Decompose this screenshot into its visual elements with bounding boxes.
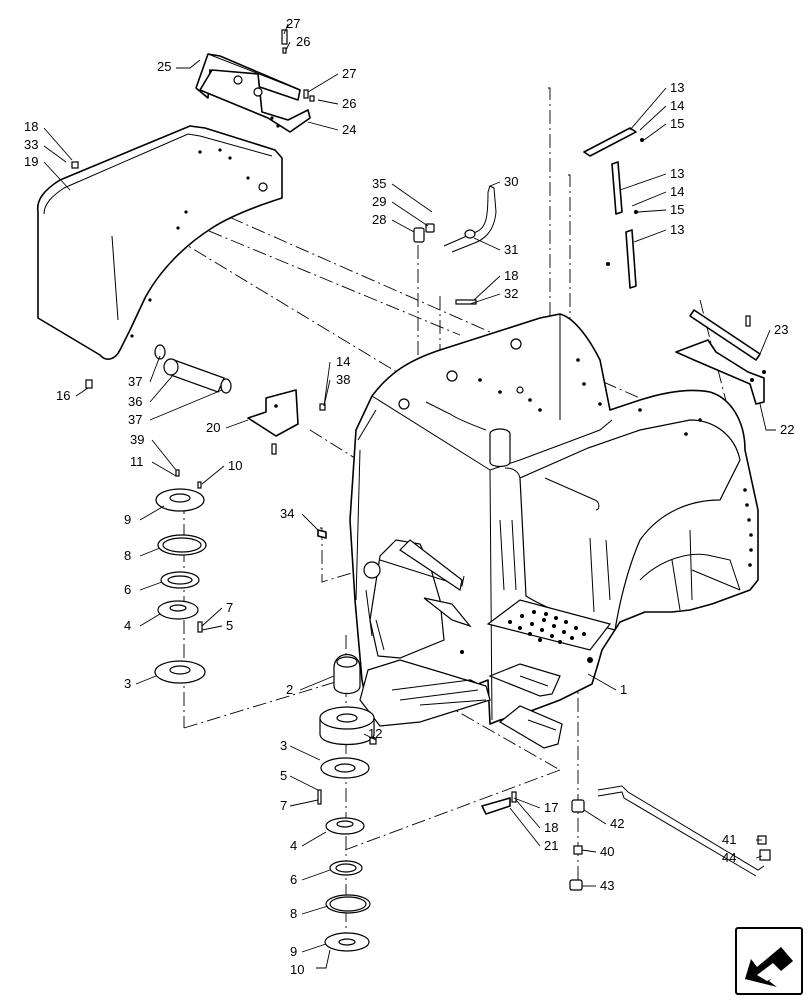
- callout-13: 13: [670, 166, 684, 181]
- callout-4: 4: [124, 618, 131, 633]
- callout-27: 27: [342, 66, 356, 81]
- callout-4: 4: [290, 838, 297, 853]
- callout-31: 31: [504, 242, 518, 257]
- callout-14: 14: [670, 184, 684, 199]
- callout-11: 11: [130, 454, 144, 469]
- callout-12: 12: [368, 726, 382, 741]
- callout-26: 26: [342, 96, 356, 111]
- callout-5: 5: [280, 768, 287, 783]
- callout-6: 6: [290, 872, 297, 887]
- callout-1: 1: [620, 682, 627, 697]
- callout-37: 37: [128, 412, 142, 427]
- step-holes: [508, 610, 586, 644]
- callout-14: 14: [670, 98, 684, 113]
- callout-42: 42: [610, 816, 624, 831]
- callout-13: 13: [670, 222, 684, 237]
- callout-13: 13: [670, 80, 684, 95]
- callout-3: 3: [124, 676, 131, 691]
- callout-22: 22: [780, 422, 794, 437]
- callout-19: 19: [24, 154, 38, 169]
- pin-part-36: [154, 344, 232, 394]
- callout-39: 39: [130, 432, 144, 447]
- callout-44: 44: [722, 850, 736, 865]
- plate-part-20: [247, 389, 299, 455]
- leader-lines: [43, 23, 776, 969]
- callout-8: 8: [124, 548, 131, 563]
- callout-26: 26: [296, 34, 310, 49]
- callout-36: 36: [128, 394, 142, 409]
- callout-34: 34: [280, 506, 294, 521]
- callout-24: 24: [342, 122, 356, 137]
- callout-33: 33: [24, 137, 38, 152]
- callout-6: 6: [124, 582, 131, 597]
- callout-2: 2: [286, 682, 293, 697]
- callout-40: 40: [600, 844, 614, 859]
- callout-38: 38: [336, 372, 350, 387]
- callout-43: 43: [600, 878, 614, 893]
- callout-5: 5: [226, 618, 233, 633]
- callout-29: 29: [372, 194, 386, 209]
- callout-labels: 27 26 25 27 26 24 18 33 19 13 14 15 13 1…: [24, 16, 794, 977]
- callout-15: 15: [670, 116, 684, 131]
- callout-18: 18: [504, 268, 518, 283]
- callout-16: 16: [56, 388, 70, 403]
- fasteners: [71, 161, 477, 805]
- callout-7: 7: [280, 798, 287, 813]
- fender-part-19: [36, 125, 283, 360]
- bracket-part-13: [583, 127, 644, 289]
- callout-20: 20: [206, 420, 220, 435]
- callout-21: 21: [544, 838, 558, 853]
- left-bearing-stack: [154, 488, 207, 684]
- callout-18: 18: [24, 119, 38, 134]
- callout-37: 37: [128, 374, 142, 389]
- hand-rail-part-30: [413, 185, 497, 253]
- callout-41: 41: [722, 832, 736, 847]
- callout-27: 27: [286, 16, 300, 31]
- callout-10: 10: [228, 458, 242, 473]
- callout-35: 35: [372, 176, 386, 191]
- bracket-part-24: [199, 29, 315, 133]
- callout-10: 10: [290, 962, 304, 977]
- callout-7: 7: [226, 600, 233, 615]
- callout-28: 28: [372, 212, 386, 227]
- right-bearing-stack: [319, 653, 375, 952]
- callout-14: 14: [336, 354, 350, 369]
- main-body-part-1: [349, 313, 759, 749]
- arrow-back-icon: [745, 947, 793, 987]
- callout-30: 30: [504, 174, 518, 189]
- callout-32: 32: [504, 286, 518, 301]
- callout-18: 18: [544, 820, 558, 835]
- part-34: [317, 529, 327, 539]
- back-navigation-button[interactable]: [735, 927, 803, 995]
- callout-17: 17: [544, 800, 558, 815]
- lower-right-fittings: [481, 785, 771, 891]
- callout-8: 8: [290, 906, 297, 921]
- callout-23: 23: [774, 322, 788, 337]
- callout-15: 15: [670, 202, 684, 217]
- callout-25: 25: [157, 59, 171, 74]
- callout-3: 3: [280, 738, 287, 753]
- callout-9: 9: [290, 944, 297, 959]
- callout-9: 9: [124, 512, 131, 527]
